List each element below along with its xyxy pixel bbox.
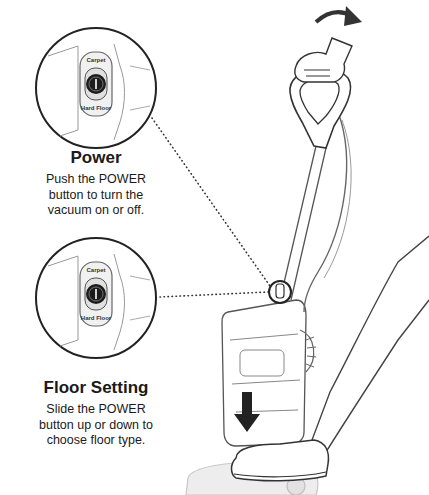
canister-detail: [230, 334, 300, 412]
arrowhead: [344, 6, 362, 26]
hand: [295, 38, 352, 82]
switch-label: Carpet: [34, 57, 158, 63]
callout-circle: CarpetHard Floor: [34, 236, 158, 360]
zoom-target: [269, 281, 291, 303]
leader-line: [160, 292, 268, 297]
switch-label: Carpet: [34, 267, 158, 273]
callout-circle: [34, 236, 158, 360]
callout-circle: [34, 26, 158, 150]
leg: [312, 236, 429, 452]
arrowhead: [234, 414, 260, 432]
press-arrow: [242, 392, 252, 416]
instruction-text: Push the POWER button to turn the vacuum…: [33, 172, 159, 219]
switch-label: Hard Floor: [34, 105, 158, 111]
canister-window: [240, 350, 284, 376]
sole: [234, 472, 326, 477]
wand: [280, 146, 326, 300]
leader-line: [152, 118, 270, 286]
fingers: [304, 70, 330, 76]
section-heading: Floor Setting: [14, 378, 178, 398]
brush-bristles: [306, 337, 316, 367]
shoe: [232, 440, 329, 481]
handle-grip: [300, 78, 339, 124]
instruction-text: Slide the POWER button up or down to cho…: [31, 402, 161, 449]
switch-label: Hard Floor: [34, 315, 158, 321]
canister: [222, 300, 306, 446]
callout-circle: CarpetHard Floor: [34, 26, 158, 150]
section-heading: Power: [24, 148, 168, 168]
power-button: [276, 284, 284, 298]
